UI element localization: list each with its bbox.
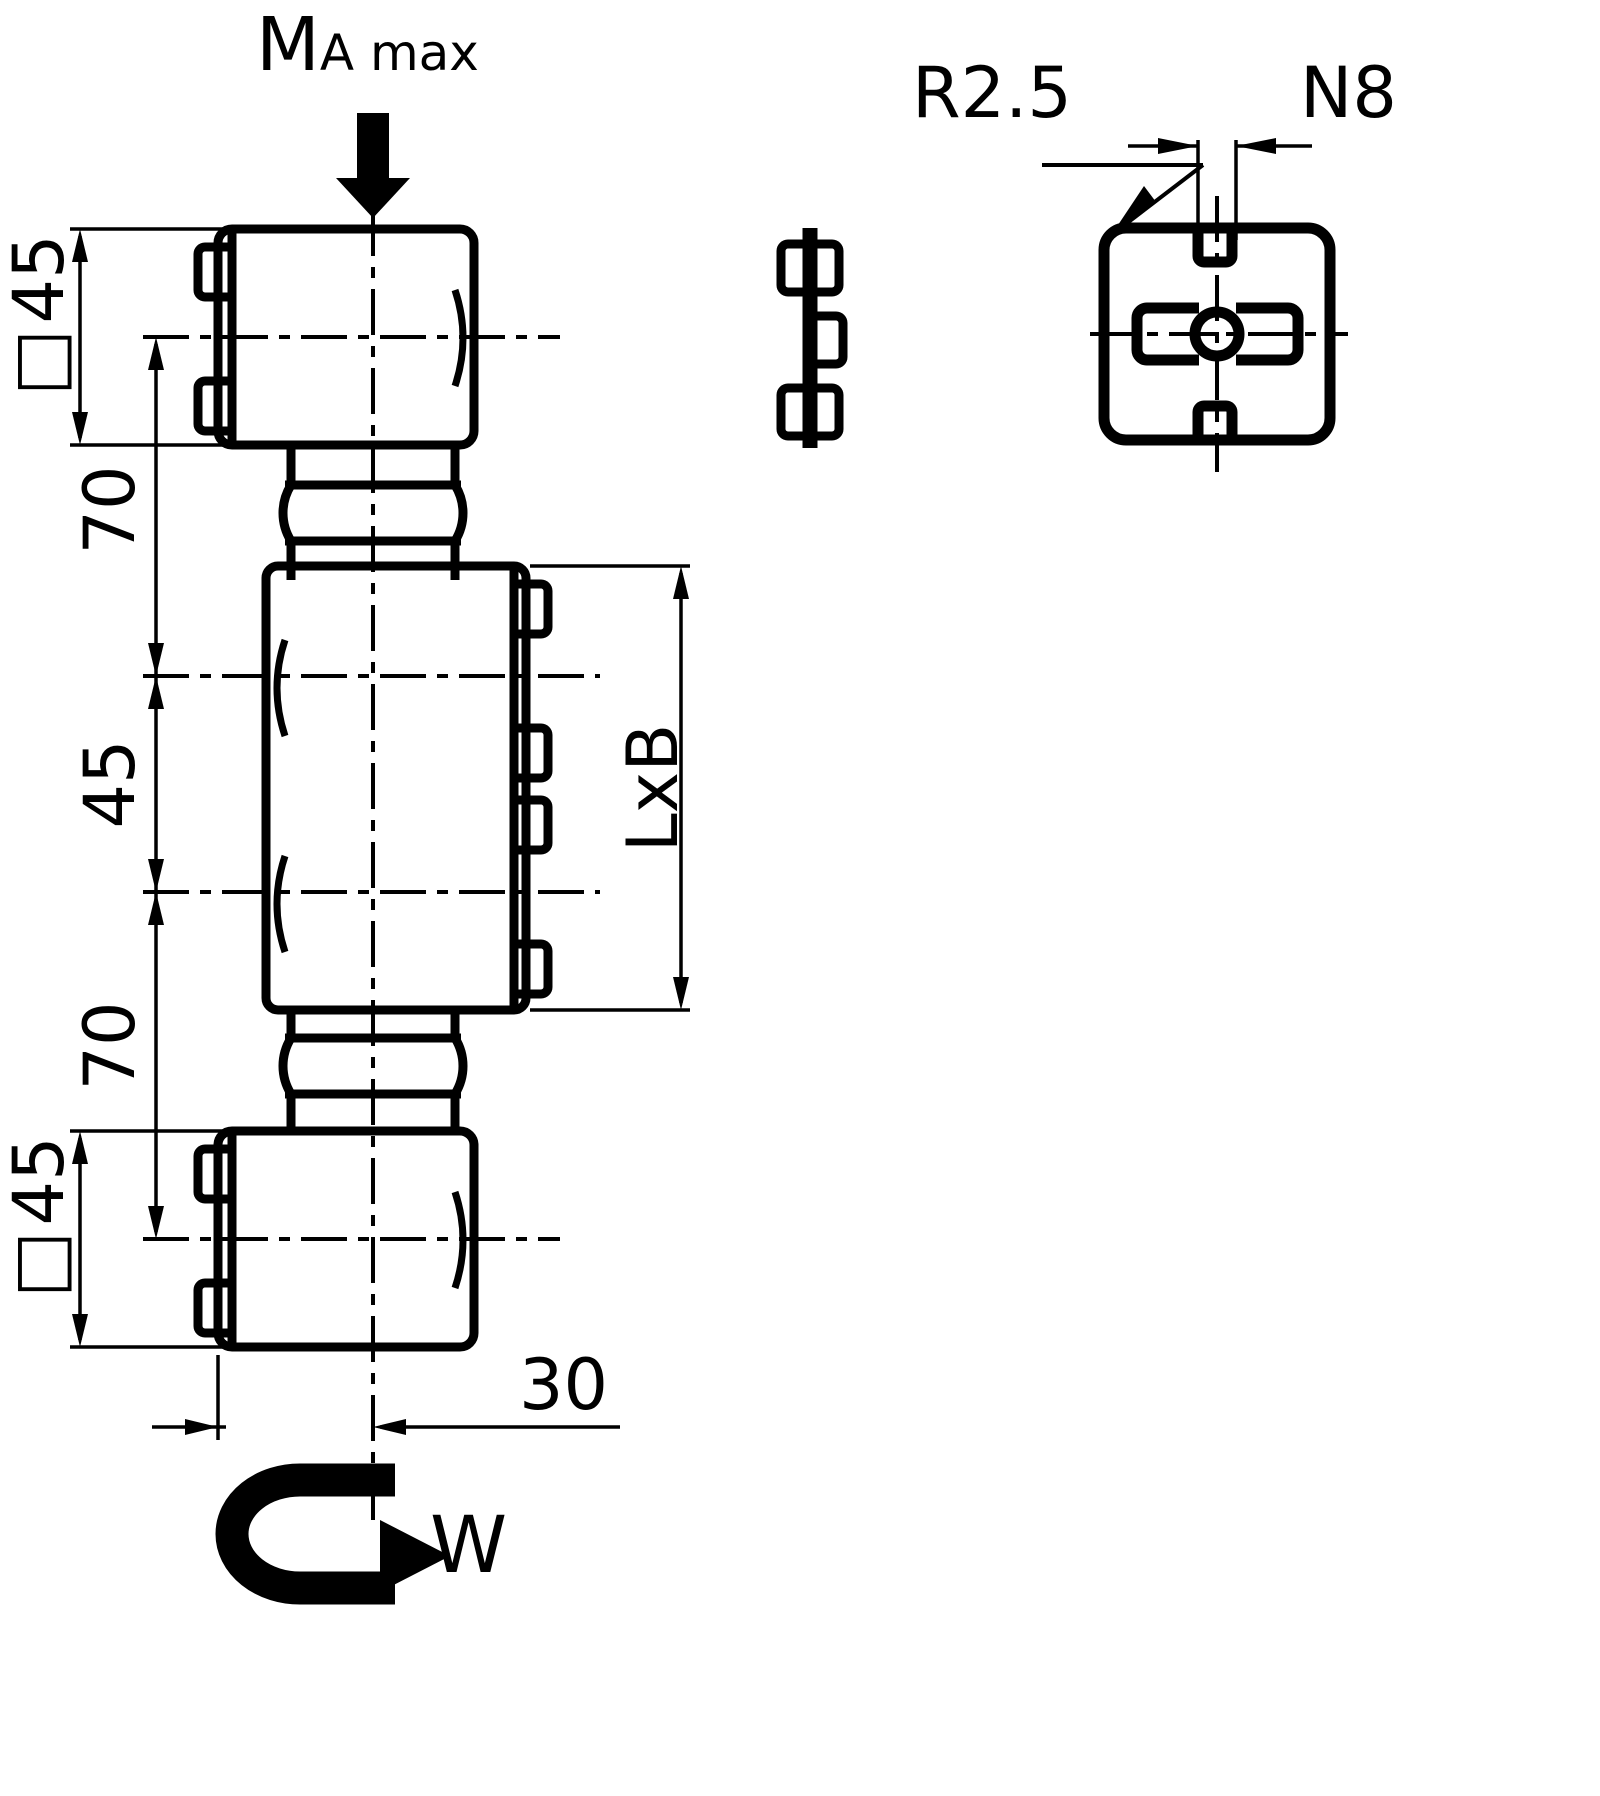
section-slot-bottom: [1192, 400, 1238, 440]
side-view-tab-left-bottom: [776, 383, 810, 441]
square-symbol-bottom: □: [0, 1227, 80, 1298]
lxb-arrowhead-up: [673, 566, 689, 599]
dim30-arrowhead-left: [185, 1419, 218, 1435]
rotation-label: W: [430, 1507, 507, 1585]
middle-body-tab-2: [509, 723, 553, 783]
dim30-arrowhead-right: [373, 1419, 406, 1435]
section-slot-left: [1131, 302, 1199, 366]
radius-leader-arrowhead: [1112, 186, 1156, 234]
section-centerlines: [1090, 196, 1348, 472]
slotwidth-arrow-left: [1158, 138, 1198, 154]
middle-body-tab-1: [509, 579, 553, 639]
dim-square-45-bottom: [72, 1131, 88, 1347]
arrowhead-70-top-down: [148, 643, 164, 676]
arrowhead-up-2: [72, 1131, 88, 1164]
front-view-centerlines: [143, 210, 600, 1520]
dim-label-70-bottom: 70: [50, 976, 170, 1116]
arrowhead-down: [72, 412, 88, 445]
dim-value-30: 30: [519, 1344, 609, 1426]
radius-label: R2.5: [912, 58, 1072, 128]
top-body-tab-lower-left: [193, 376, 237, 436]
arrowhead-down-2: [72, 1314, 88, 1347]
rotation-arrowhead: [380, 1520, 450, 1592]
slotwidth-arrow-right: [1236, 138, 1276, 154]
side-view: [776, 228, 848, 448]
middle-body-tab-4: [509, 939, 553, 999]
front-view: [143, 210, 600, 1520]
dim-value-45-middle: 45: [69, 739, 151, 829]
dim-label-square-45-bottom: □45: [0, 1136, 99, 1297]
side-view-tab-right-top: [810, 239, 844, 297]
moment-arrow-shaft: [357, 113, 389, 183]
arrowhead-45-up: [148, 676, 164, 709]
lxb-arrowhead-down: [673, 977, 689, 1010]
middle-body-bore-arc-upper: [273, 638, 289, 738]
bottom-body-outline: [213, 1126, 479, 1352]
section-slot-width-dim: [1128, 138, 1312, 240]
dim-label-lxb: LxB: [593, 698, 713, 878]
arrowhead-up: [72, 229, 88, 262]
rotation-label-text: W: [430, 1501, 508, 1591]
dim-label-45-middle: 45: [50, 714, 170, 854]
moment-arrow-head: [336, 178, 410, 218]
dim-value-lxb: LxB: [612, 723, 694, 853]
middle-body-tab-3: [509, 795, 553, 855]
dim-square-45-top: [72, 229, 88, 445]
arrowhead-45-down: [148, 859, 164, 892]
arrowhead-70-top-up: [148, 337, 164, 370]
surface-finish-label: N8: [1300, 58, 1397, 128]
bottom-body-tab-lower-left: [193, 1278, 237, 1338]
moment-load-arrow: [336, 113, 410, 218]
upper-shaft-left-edge: [278, 445, 296, 580]
moment-label-main: M: [256, 2, 320, 88]
moment-label-sub: A max: [319, 24, 479, 82]
radius-label-text: R2.5: [912, 52, 1072, 134]
radius-leader: [1042, 163, 1205, 234]
dim-value-70-bottom: 70: [69, 1001, 151, 1091]
top-body-outline: [213, 224, 479, 450]
middle-body-outline: [261, 561, 531, 1015]
dim-label-square-45-top: □45: [0, 234, 99, 395]
dimension-30: [152, 1355, 620, 1440]
side-view-tab-right-middle: [810, 311, 848, 369]
side-view-tab-left-top: [776, 239, 810, 297]
dim-label-30: 30: [519, 1350, 608, 1420]
lower-shaft-left-edge: [278, 1010, 296, 1131]
dim-label-70-top: 70: [50, 440, 170, 580]
rotation-arrow: [215, 1463, 450, 1605]
arrowhead-70-bot-down: [148, 1206, 164, 1239]
section-slot-right: [1236, 302, 1304, 366]
arrowhead-70-bot-up: [148, 892, 164, 925]
middle-body-bore-arc-lower: [273, 854, 289, 954]
dim-chain-center: [148, 337, 164, 1239]
surface-finish-label-text: N8: [1300, 52, 1397, 134]
upper-shaft-right-edge: [450, 445, 468, 580]
cross-section-view: [1042, 138, 1348, 472]
side-view-tab-right-bottom: [810, 383, 844, 441]
top-body-tab-upper-left: [193, 242, 237, 302]
dim-value-70-top: 70: [69, 465, 151, 555]
extension-lines: [70, 227, 236, 1349]
dimension-lxb: [530, 564, 690, 1012]
moment-label: MA max: [256, 8, 479, 82]
dim-value-square-45-top: 45: [0, 234, 80, 324]
dimension-lines-left: [70, 227, 236, 1349]
front-view-middle-body: [261, 561, 553, 1015]
lower-shaft-right-edge: [450, 1010, 468, 1131]
bottom-body-tab-upper-left: [193, 1144, 237, 1204]
rotation-arc: [215, 1463, 395, 1605]
dim-value-square-45-bottom: 45: [0, 1136, 80, 1226]
square-symbol-top: □: [0, 325, 80, 396]
